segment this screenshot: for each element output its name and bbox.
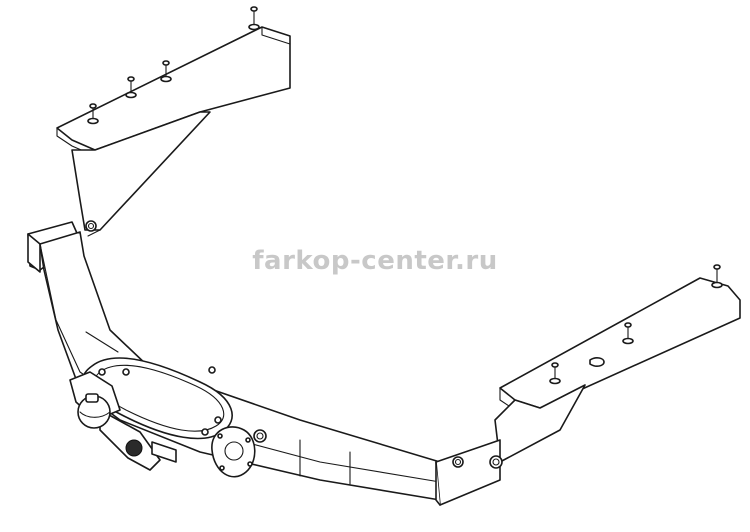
bolt-stud-icon (160, 60, 172, 83)
bolt-stud-icon (87, 103, 99, 125)
right-end-cap (435, 439, 503, 506)
watermark-text: farkop-center.ru (252, 246, 498, 276)
electrical-socket (211, 426, 256, 478)
bolt-stud-icon (711, 264, 723, 289)
bolt-stud-icon (549, 362, 561, 385)
right-mounting-bracket (494, 264, 741, 463)
left-mounting-bracket (56, 6, 291, 237)
bolt-stud-icon (248, 6, 260, 31)
bolt-stud-icon (622, 322, 634, 345)
bolt-stud-icon (125, 76, 137, 99)
tow-ball (69, 371, 177, 471)
